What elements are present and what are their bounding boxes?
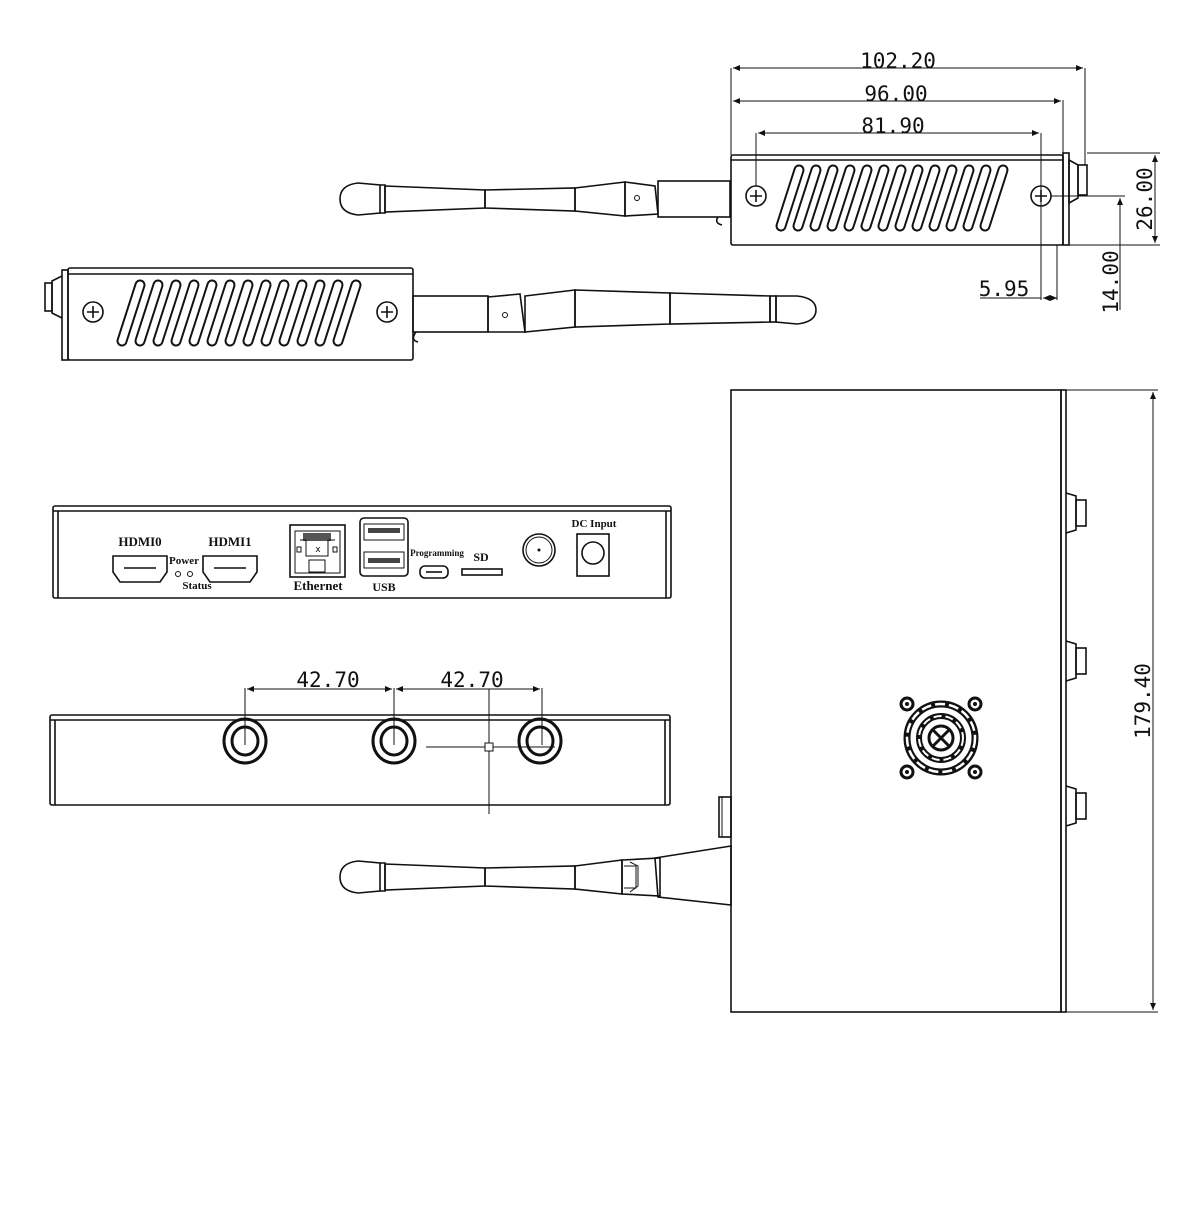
dim-screw-height: 14.00 (1099, 250, 1123, 313)
antenna-connector-side (1065, 492, 1087, 827)
label-dc-input: DC Input (572, 518, 617, 530)
front-panel: HDMI0 HDMI1 Power Status x Ethernet (52, 505, 672, 599)
fan-icon (899, 696, 983, 780)
antenna-top (339, 180, 731, 226)
status-led (187, 571, 193, 577)
sd-slot: SD (461, 550, 503, 576)
dc-jack-side (718, 796, 732, 838)
label-hdmi1: HDMI1 (208, 534, 251, 549)
label-usb: USB (372, 580, 395, 594)
antenna-bottom (339, 845, 732, 906)
ethernet-port: x Ethernet (289, 524, 346, 593)
antenna-connector (522, 533, 556, 567)
label-programming: Programming (410, 548, 464, 558)
side-view-left (44, 267, 817, 361)
dim-antenna-spacing-2: 42.70 (440, 668, 503, 692)
screw-icon (82, 301, 104, 323)
top-view: 179.40 (339, 389, 1158, 1013)
hdmi1-port: HDMI1 (202, 534, 258, 583)
usb-port: USB (359, 517, 409, 594)
vent-slots (781, 170, 1003, 226)
dim-body-length: 96.00 (864, 82, 927, 106)
dc-input-port: DC Input (572, 518, 617, 577)
dim-screw-spacing: 81.90 (861, 114, 924, 138)
label-hdmi0: HDMI0 (118, 534, 161, 549)
label-status: Status (182, 580, 212, 592)
ethernet-mark: x (315, 545, 321, 555)
dim-depth: 179.40 (1131, 663, 1155, 739)
screw-icon (745, 185, 767, 207)
dim-antenna-spacing-1: 42.70 (296, 668, 359, 692)
label-power: Power (169, 555, 199, 567)
dim-overall-length: 102.20 (860, 49, 936, 73)
screw-icon (376, 301, 398, 323)
dim-screw-offset: 5.95 (979, 277, 1030, 301)
antenna-hole (517, 717, 563, 765)
label-ethernet: Ethernet (293, 578, 343, 593)
vent-slots (122, 285, 356, 341)
antenna-left-view (412, 289, 817, 343)
programming-port: Programming (410, 548, 464, 579)
hdmi0-port: HDMI0 (112, 534, 168, 583)
dim-height: 26.00 (1133, 167, 1157, 230)
power-led (175, 571, 181, 577)
side-view-top-right: 102.20 96.00 81.90 5.95 26.00 14.00 (339, 49, 1160, 314)
label-sd: SD (473, 550, 489, 564)
back-panel: 42.70 42.70 (49, 668, 671, 814)
